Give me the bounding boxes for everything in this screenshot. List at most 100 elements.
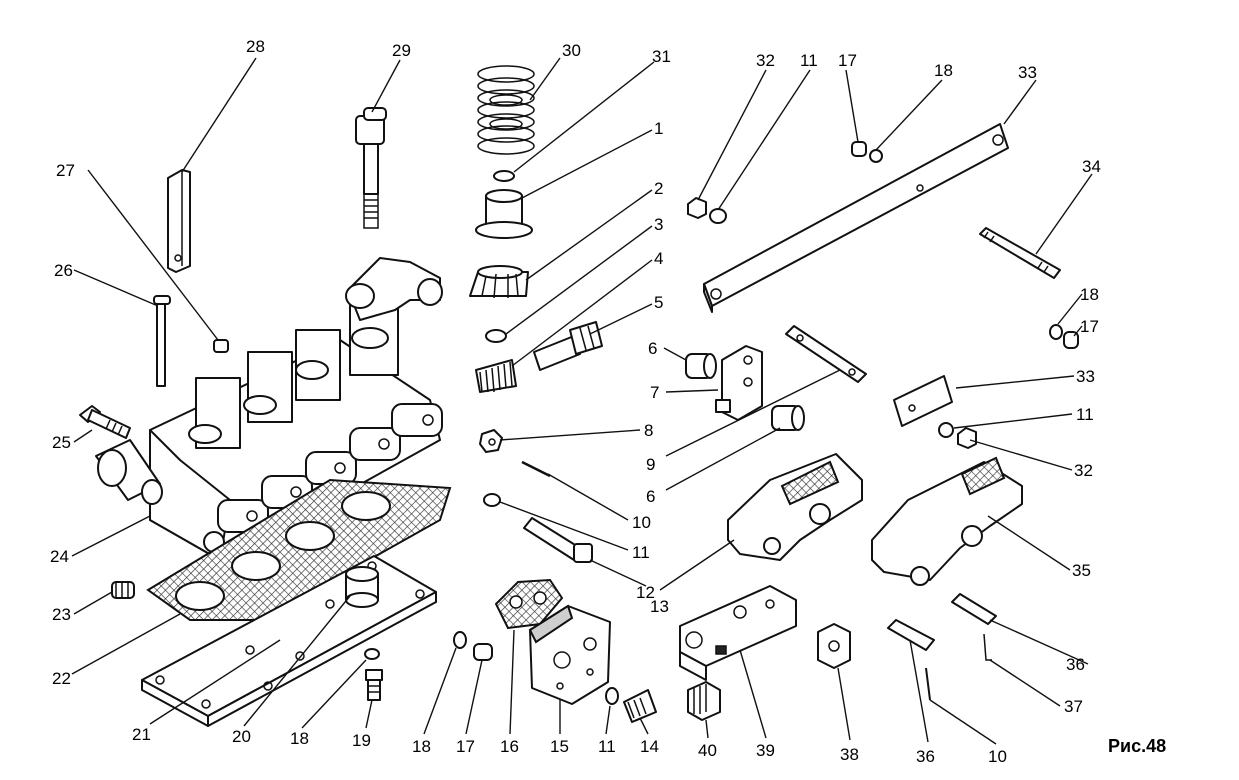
callout-40: 40	[698, 741, 717, 760]
callout-4: 4	[654, 249, 663, 268]
part-20-bushing	[345, 566, 379, 608]
callout-10-center: 10	[632, 513, 651, 532]
callout-32-top: 32	[756, 51, 775, 70]
callout-35: 35	[1072, 561, 1091, 580]
callout-11-top: 11	[800, 51, 818, 70]
part-28-bar	[167, 169, 191, 273]
part-4-gear	[475, 359, 517, 393]
part-1-sleeve	[475, 189, 533, 239]
part-12-lever	[727, 453, 863, 561]
callout-2: 2	[654, 179, 663, 198]
callout-18-bottom: 18	[412, 737, 431, 756]
callout-31: 31	[652, 47, 671, 66]
callout-20: 20	[232, 727, 251, 746]
callout-6-lower: 6	[646, 487, 655, 506]
part-6-bushing-upper	[685, 353, 717, 379]
callout-24: 24	[50, 547, 69, 566]
callout-15: 15	[550, 737, 569, 756]
part-13-bolt	[523, 517, 593, 563]
callout-3: 3	[654, 215, 663, 234]
part-34-shaft	[979, 227, 1061, 279]
callout-27: 27	[56, 161, 75, 180]
callout-18-top: 18	[934, 61, 953, 80]
part-17-bushing-top	[851, 141, 867, 157]
callout-38: 38	[840, 745, 859, 764]
part-7-block	[715, 345, 763, 421]
part-11-ring-center	[483, 493, 501, 507]
callout-9: 9	[646, 455, 655, 474]
part-18-washer-left	[364, 648, 380, 660]
part-35-lever	[871, 456, 1023, 586]
callout-32-right: 32	[1074, 461, 1093, 480]
part-6-bushing-lower	[771, 405, 805, 431]
part-14-screw	[623, 689, 657, 723]
callout-6-upper: 6	[648, 339, 657, 358]
callout-11-right: 11	[1076, 405, 1094, 424]
callout-17-top: 17	[838, 51, 857, 70]
part-17-bushing-bottom	[473, 643, 493, 661]
callout-33-top: 33	[1018, 63, 1037, 82]
callout-18-right: 18	[1080, 285, 1099, 304]
part-18-washer-right	[1049, 324, 1063, 340]
part-8-nut	[479, 429, 503, 453]
part-36-pin-right	[951, 593, 997, 625]
part-11-ring-right	[938, 422, 954, 438]
part-33-long-link	[703, 123, 1009, 313]
part-18-washer-top	[869, 149, 883, 163]
part-36-pin-bottom	[887, 619, 935, 651]
callout-12: 12	[636, 583, 655, 602]
callout-26: 26	[54, 261, 73, 280]
part-31-washer	[493, 170, 515, 182]
callout-5: 5	[654, 293, 663, 312]
part-39-clevis	[679, 585, 797, 681]
part-2-cone	[469, 265, 529, 299]
part-5-valve-stem	[533, 321, 603, 371]
callout-23: 23	[52, 605, 71, 624]
part-27-pin	[213, 339, 229, 353]
part-23-plug	[111, 581, 135, 599]
callout-34: 34	[1082, 157, 1101, 176]
part-29-capped-bolt	[355, 107, 387, 229]
callout-17-right: 17	[1080, 317, 1099, 336]
callout-13: 13	[650, 597, 669, 616]
part-40-nut	[687, 681, 721, 721]
part-11-ring-bottom	[605, 687, 619, 705]
part-15-cover	[528, 604, 611, 705]
callout-36-bottom: 36	[916, 747, 935, 766]
part-9-shaft	[785, 325, 867, 383]
callout-14: 14	[640, 737, 659, 756]
part-19-screw	[365, 669, 383, 701]
callout-21: 21	[132, 725, 151, 744]
part-10-spring-pin	[925, 667, 931, 701]
callout-18-left: 18	[290, 729, 309, 748]
part-32-nut-right	[957, 427, 977, 449]
callout-37: 37	[1064, 697, 1083, 716]
callout-1: 1	[654, 119, 663, 138]
part-38-nut	[817, 623, 851, 669]
part-26-rod	[153, 295, 171, 387]
callout-36-right: 36	[1066, 655, 1085, 674]
part-22-gasket	[146, 478, 452, 621]
part-32-nut-top	[687, 197, 707, 219]
callout-17-bottom: 17	[456, 737, 475, 756]
part-11-ring-top	[709, 208, 727, 224]
callout-8: 8	[644, 421, 653, 440]
part-10-pin-center	[521, 460, 551, 478]
part-18-washer-bottom	[453, 631, 467, 649]
callout-33-right: 33	[1076, 367, 1095, 386]
part-3-ring	[485, 329, 507, 343]
part-30-spring	[477, 65, 535, 155]
callout-19: 19	[352, 731, 371, 750]
callout-11-bottom: 11	[598, 737, 616, 756]
callout-39: 39	[756, 741, 775, 760]
callout-11-center: 11	[632, 543, 650, 562]
callout-28: 28	[246, 37, 265, 56]
part-33-short-plate	[893, 375, 953, 427]
callout-labels: 28 29 30 31 1 2 3 4 5 6 7 8 9 6 10 11 13…	[50, 37, 1166, 766]
part-16-gasket	[494, 578, 564, 630]
callout-25: 25	[52, 433, 71, 452]
callout-22: 22	[52, 669, 71, 688]
leader-lines	[71, 57, 1093, 745]
callout-29: 29	[392, 41, 411, 60]
